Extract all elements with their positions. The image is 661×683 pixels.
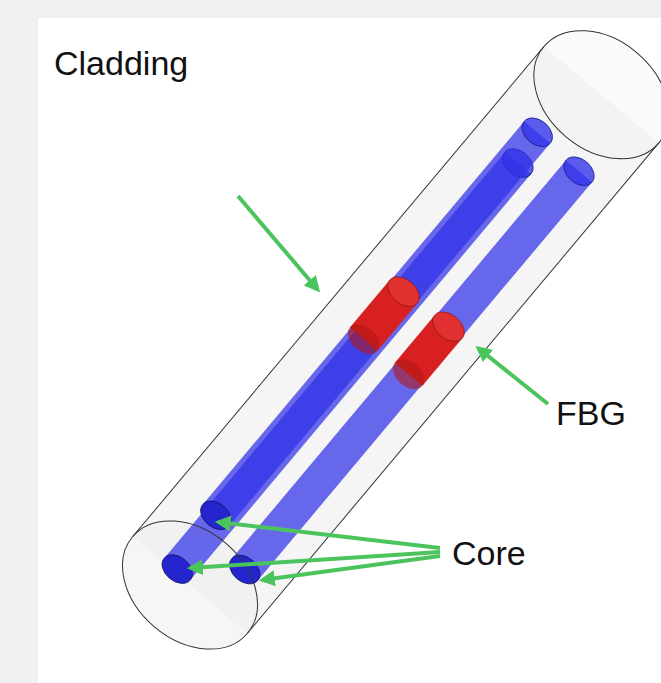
cladding-edge bbox=[133, 47, 544, 537]
cladding-end bbox=[97, 495, 283, 676]
leader-arrow bbox=[218, 522, 440, 548]
leader-arrow bbox=[478, 348, 548, 404]
leader-arrow bbox=[238, 196, 318, 290]
part-label: Cladding bbox=[54, 46, 188, 80]
part-label: Core bbox=[452, 536, 526, 570]
cladding-end bbox=[509, 4, 661, 185]
core-rod bbox=[194, 112, 558, 537]
part-label: FBG bbox=[556, 396, 626, 430]
core-rod bbox=[223, 150, 600, 590]
fbg-grating bbox=[387, 306, 470, 395]
leader-arrow bbox=[262, 556, 440, 580]
